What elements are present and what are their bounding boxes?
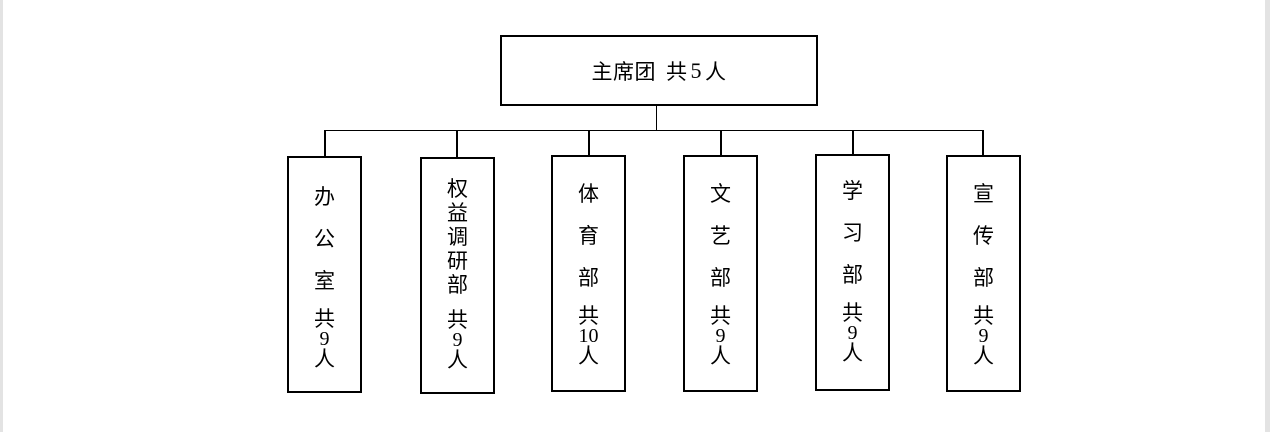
page-edge-right: [1265, 0, 1270, 432]
department-count: 共 10 人: [578, 304, 599, 368]
presidium-gong: 共: [666, 59, 688, 84]
department-name: 文 艺 部: [710, 182, 731, 290]
department-name: 宣 传 部: [973, 182, 994, 290]
branch-connector-4: [720, 130, 722, 157]
department-name: 体 育 部: [578, 182, 599, 290]
branch-connector-2: [456, 130, 458, 157]
department-count: 共 9 人: [447, 308, 468, 372]
department-box-rights-research: 权 益 调 研 部 共 9 人: [420, 157, 495, 394]
page-edge-left: [0, 0, 3, 432]
branch-connector-6: [982, 130, 984, 157]
department-count: 共 9 人: [710, 304, 731, 368]
presidium-count: 5: [690, 57, 702, 83]
horizontal-connector: [324, 130, 984, 131]
trunk-connector: [656, 106, 657, 131]
department-name: 权 益 调 研 部: [447, 177, 468, 297]
department-box-study: 学 习 部 共 9 人: [815, 154, 890, 391]
department-box-publicity: 宣 传 部 共 9 人: [946, 155, 1021, 392]
department-box-sports: 体 育 部 共 10 人: [551, 155, 626, 392]
branch-connector-5: [852, 130, 854, 157]
department-name: 学 习 部: [842, 179, 863, 287]
presidium-name: 主席团: [591, 59, 656, 84]
presidium-box: 主席团 共 5 人: [500, 35, 818, 106]
branch-connector-1: [324, 130, 326, 157]
department-count: 共 9 人: [842, 301, 863, 365]
department-count: 共 9 人: [314, 307, 335, 371]
branch-connector-3: [588, 130, 590, 157]
presidium-ren: 人: [705, 59, 727, 84]
department-box-office: 办 公 室 共 9 人: [287, 156, 362, 393]
department-count: 共 9 人: [973, 304, 994, 368]
department-name: 办 公 室: [314, 185, 335, 293]
department-box-arts: 文 艺 部 共 9 人: [683, 155, 758, 392]
